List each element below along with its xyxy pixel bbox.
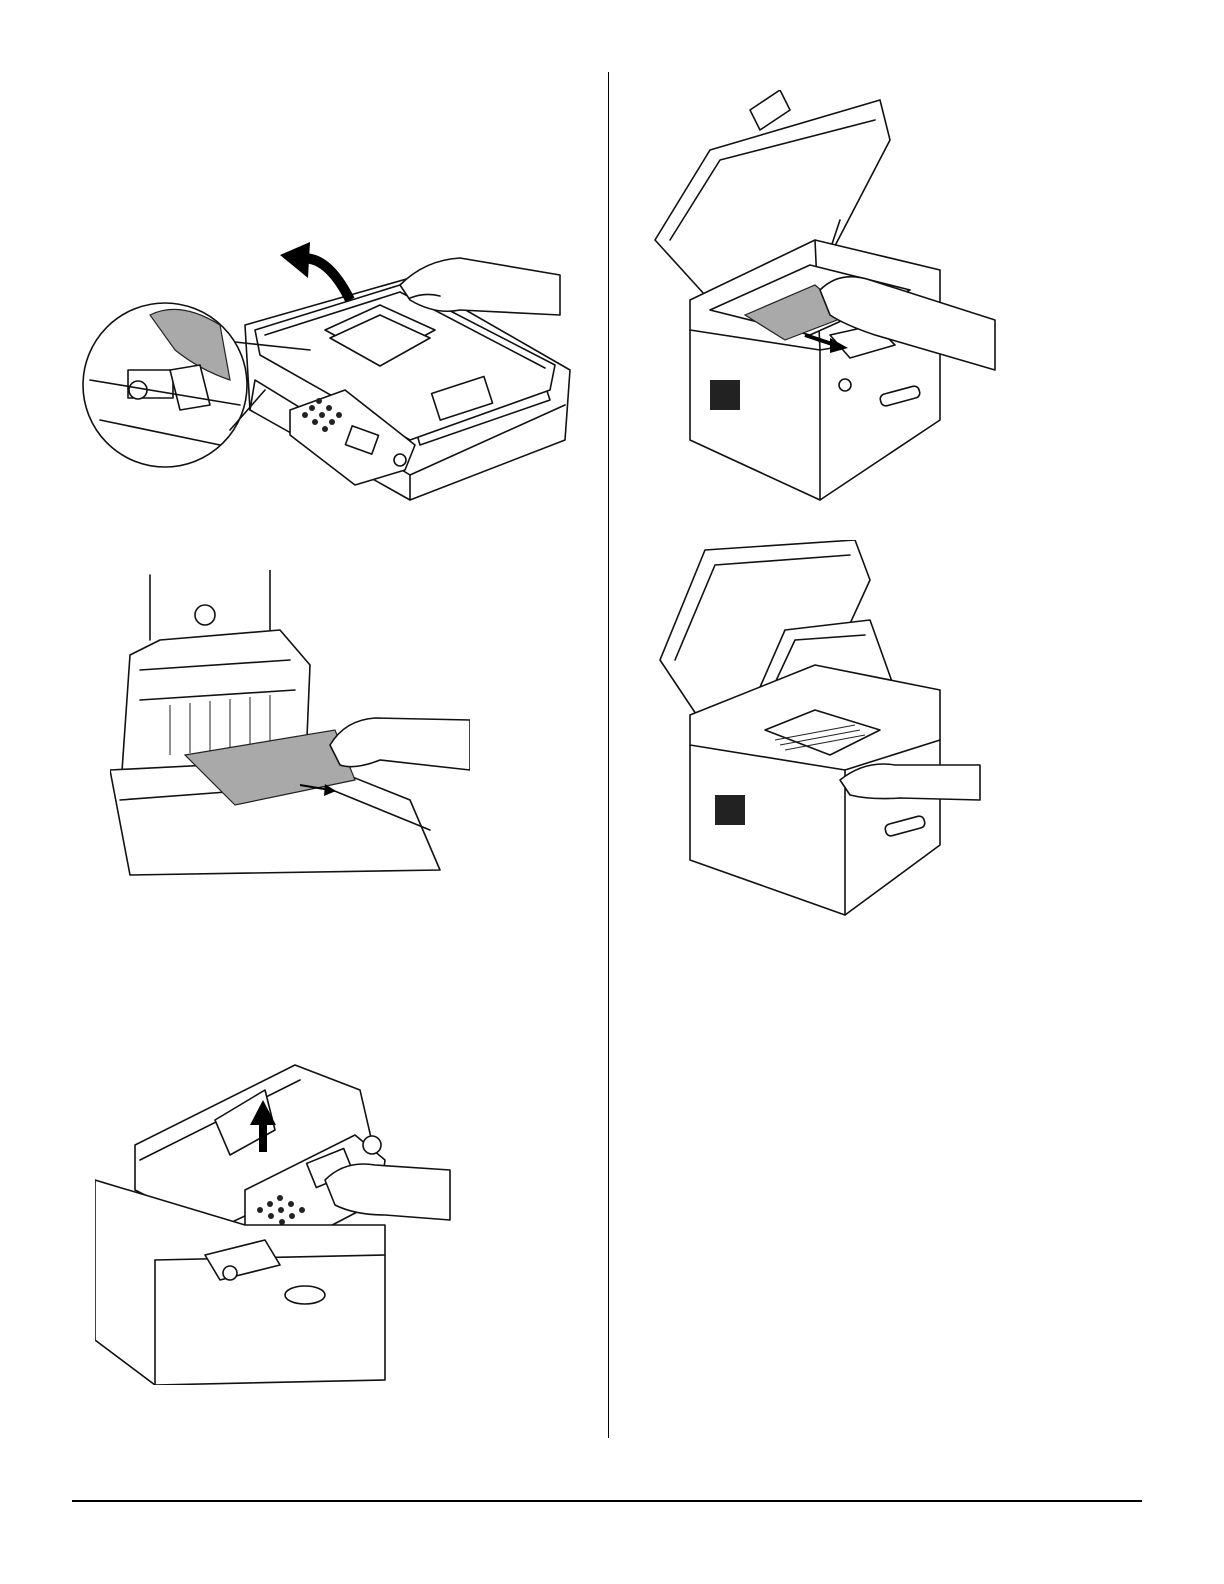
remove-paper-under-scanner-illustration [650,90,1000,510]
column-divider [608,72,609,1438]
raise-document-feeder-illustration [80,230,580,525]
open-top-cover-illustration [655,540,985,920]
footer-rule [72,1500,1142,1502]
raise-scanner-unit-illustration [95,1040,455,1385]
remove-paper-from-feeder-illustration [110,570,470,880]
